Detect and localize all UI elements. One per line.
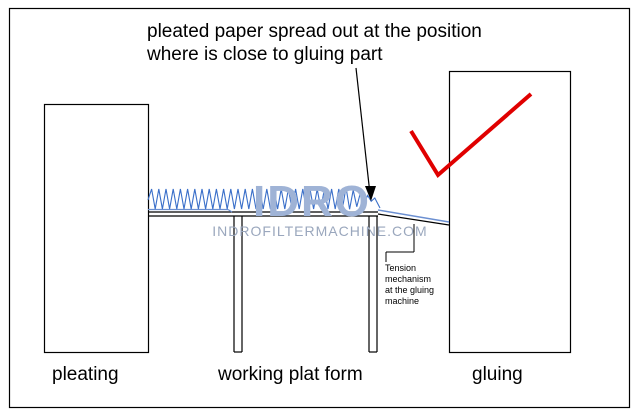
label-gluing: gluing [472,364,523,385]
label-pleating: pleating [52,364,119,385]
outer-frame [8,7,631,409]
annotation-line-1: pleated paper spread out at the position [147,21,482,42]
label-working-platform: working plat form [217,364,363,385]
tension-note-line-4: machine [385,296,419,306]
watermark-logo: IDRO [253,177,371,226]
annotation-arrow [355,67,376,201]
tension-note-line-1: Tension [385,263,416,273]
flat-paper [148,208,450,226]
working-platform [148,211,378,353]
check-mark-icon [409,92,533,179]
pleated-paper [147,187,381,210]
tension-note-line-2: mechanism [385,274,431,284]
pleating-machine-box [43,103,150,354]
watermark-site: INDROFILTERMACHINE.COM [212,223,427,239]
tension-note-line-3: at the gluing [385,285,434,295]
gluing-machine-box [448,70,572,354]
annotation-line-2: where is close to gluing part [146,44,383,65]
tension-leader-line [385,224,415,262]
